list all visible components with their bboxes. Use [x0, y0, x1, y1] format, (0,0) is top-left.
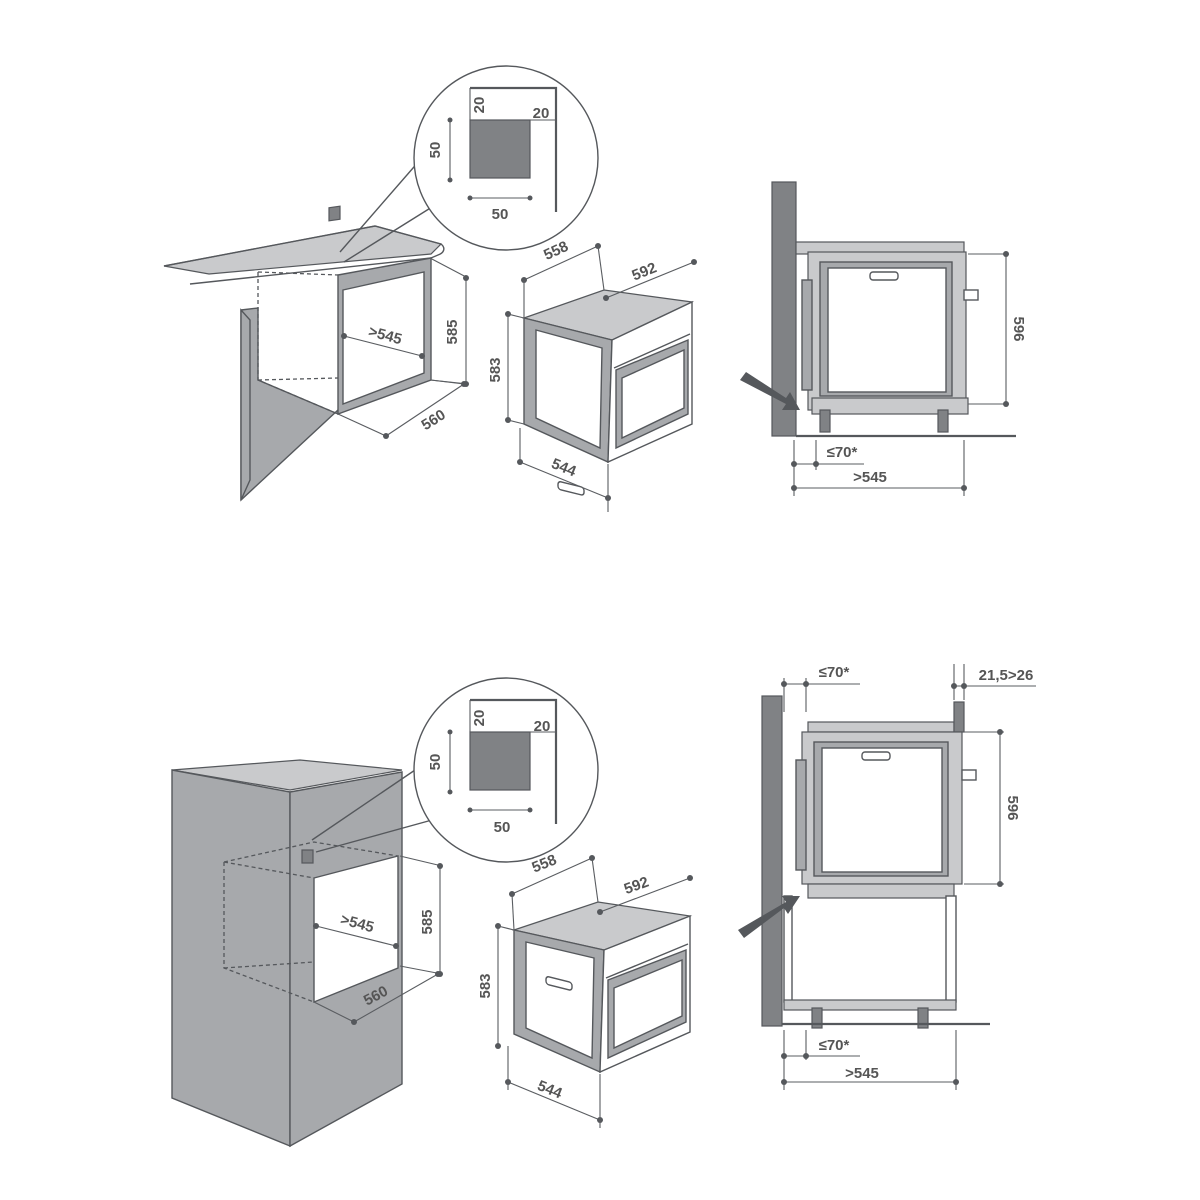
side-top-gap-label: ≤70* [819, 664, 850, 681]
vent-detail-callout-column: 20 20 50 50 [413, 677, 599, 863]
worktop-niche-drawing [163, 159, 445, 502]
oven-handle-side [545, 976, 573, 991]
oven-perspective-column [511, 901, 693, 1074]
oven-bottom-width-label: 544 [535, 1077, 565, 1102]
oven-handle-side [557, 481, 585, 496]
niche-height-label: 585 [419, 909, 436, 934]
oven-dimensions: 558 592 583 544 [487, 238, 697, 512]
detail-bottom-label: 50 [492, 206, 509, 223]
vent-arrow-icon [740, 372, 800, 410]
side-gap-label: ≤70* [827, 444, 858, 461]
oven-bottom-width-label: 544 [549, 455, 579, 480]
detail-side-label: 50 [427, 754, 444, 771]
oven-perspective [521, 289, 695, 496]
oven-height-label: 583 [487, 357, 504, 382]
side-height-label: 596 [1004, 795, 1021, 820]
side-height-label: 596 [1010, 316, 1027, 341]
oven-handle-front [869, 271, 899, 281]
oven-height-label: 583 [477, 973, 494, 998]
oven-width-label: 592 [630, 259, 660, 284]
vent-opening [301, 849, 314, 864]
niche-width-label: 560 [418, 406, 448, 434]
niche-height-label: 585 [444, 319, 461, 344]
oven-handle-front [861, 751, 891, 761]
side-top-thickness-label: 21,5>26 [979, 667, 1034, 684]
vent-arrow-icon [738, 896, 800, 938]
column-cabinet-drawing [171, 759, 433, 1148]
side-depth-label: >545 [853, 469, 887, 486]
side-section-view: 596 ≤70* >545 [740, 181, 1027, 496]
vent-detail-callout: 20 20 50 50 [413, 65, 599, 251]
column-installation: 20 20 50 50 >545 585 560 [171, 664, 1036, 1148]
detail-vert-top-label: 20 [471, 97, 488, 114]
column-side-section-view: ≤70* 21,5>26 596 ≤70* >545 [738, 664, 1036, 1090]
detail-horiz-top-label: 20 [533, 105, 550, 122]
detail-vert-top-label: 20 [471, 710, 488, 727]
detail-side-label: 50 [427, 142, 444, 159]
detail-bottom-label: 50 [494, 819, 511, 836]
side-depth-label: >545 [845, 1065, 879, 1082]
side-gap-label: ≤70* [819, 1037, 850, 1054]
detail-horiz-top-label: 20 [534, 718, 551, 735]
under-worktop-installation: 20 20 50 50 >545 585 560 [163, 65, 1027, 512]
vent-opening [328, 205, 341, 222]
